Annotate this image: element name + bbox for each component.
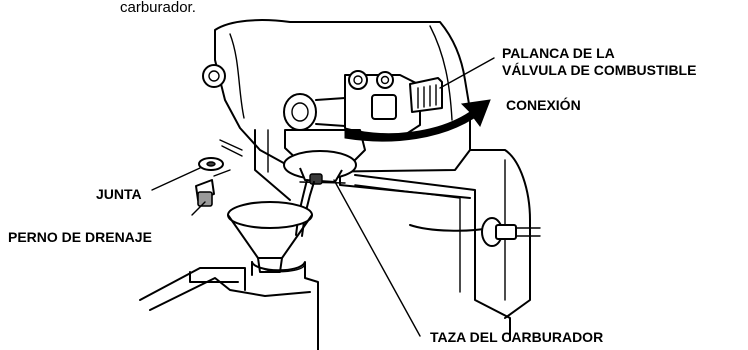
on-direction-arrow bbox=[344, 99, 491, 142]
leader-carburetor-bowl bbox=[333, 179, 421, 337]
label-gasket: JUNTA bbox=[96, 186, 142, 202]
fuel-container bbox=[251, 261, 319, 350]
label-drain-bolt: PERNO DE DRENAJE bbox=[8, 229, 152, 245]
label-fuel-valve-lever-line1: PALANCA DE LA bbox=[502, 45, 615, 61]
label-carburetor-bowl: TAZA DEL CARBURADOR bbox=[430, 329, 604, 345]
caption-fragment: carburador. bbox=[120, 0, 196, 16]
fuel-valve-lever bbox=[409, 77, 443, 113]
leader-fuel-valve-lever bbox=[439, 57, 495, 89]
leader-drain-bolt bbox=[191, 201, 206, 216]
engine-right-housing bbox=[469, 149, 531, 319]
label-on-position: CONEXIÓN bbox=[506, 97, 581, 113]
label-fuel-valve-lever-line2: VÁLVULA DE COMBUSTIBLE bbox=[502, 62, 697, 78]
funnel-rim bbox=[227, 201, 313, 229]
leader-gasket bbox=[151, 167, 201, 191]
